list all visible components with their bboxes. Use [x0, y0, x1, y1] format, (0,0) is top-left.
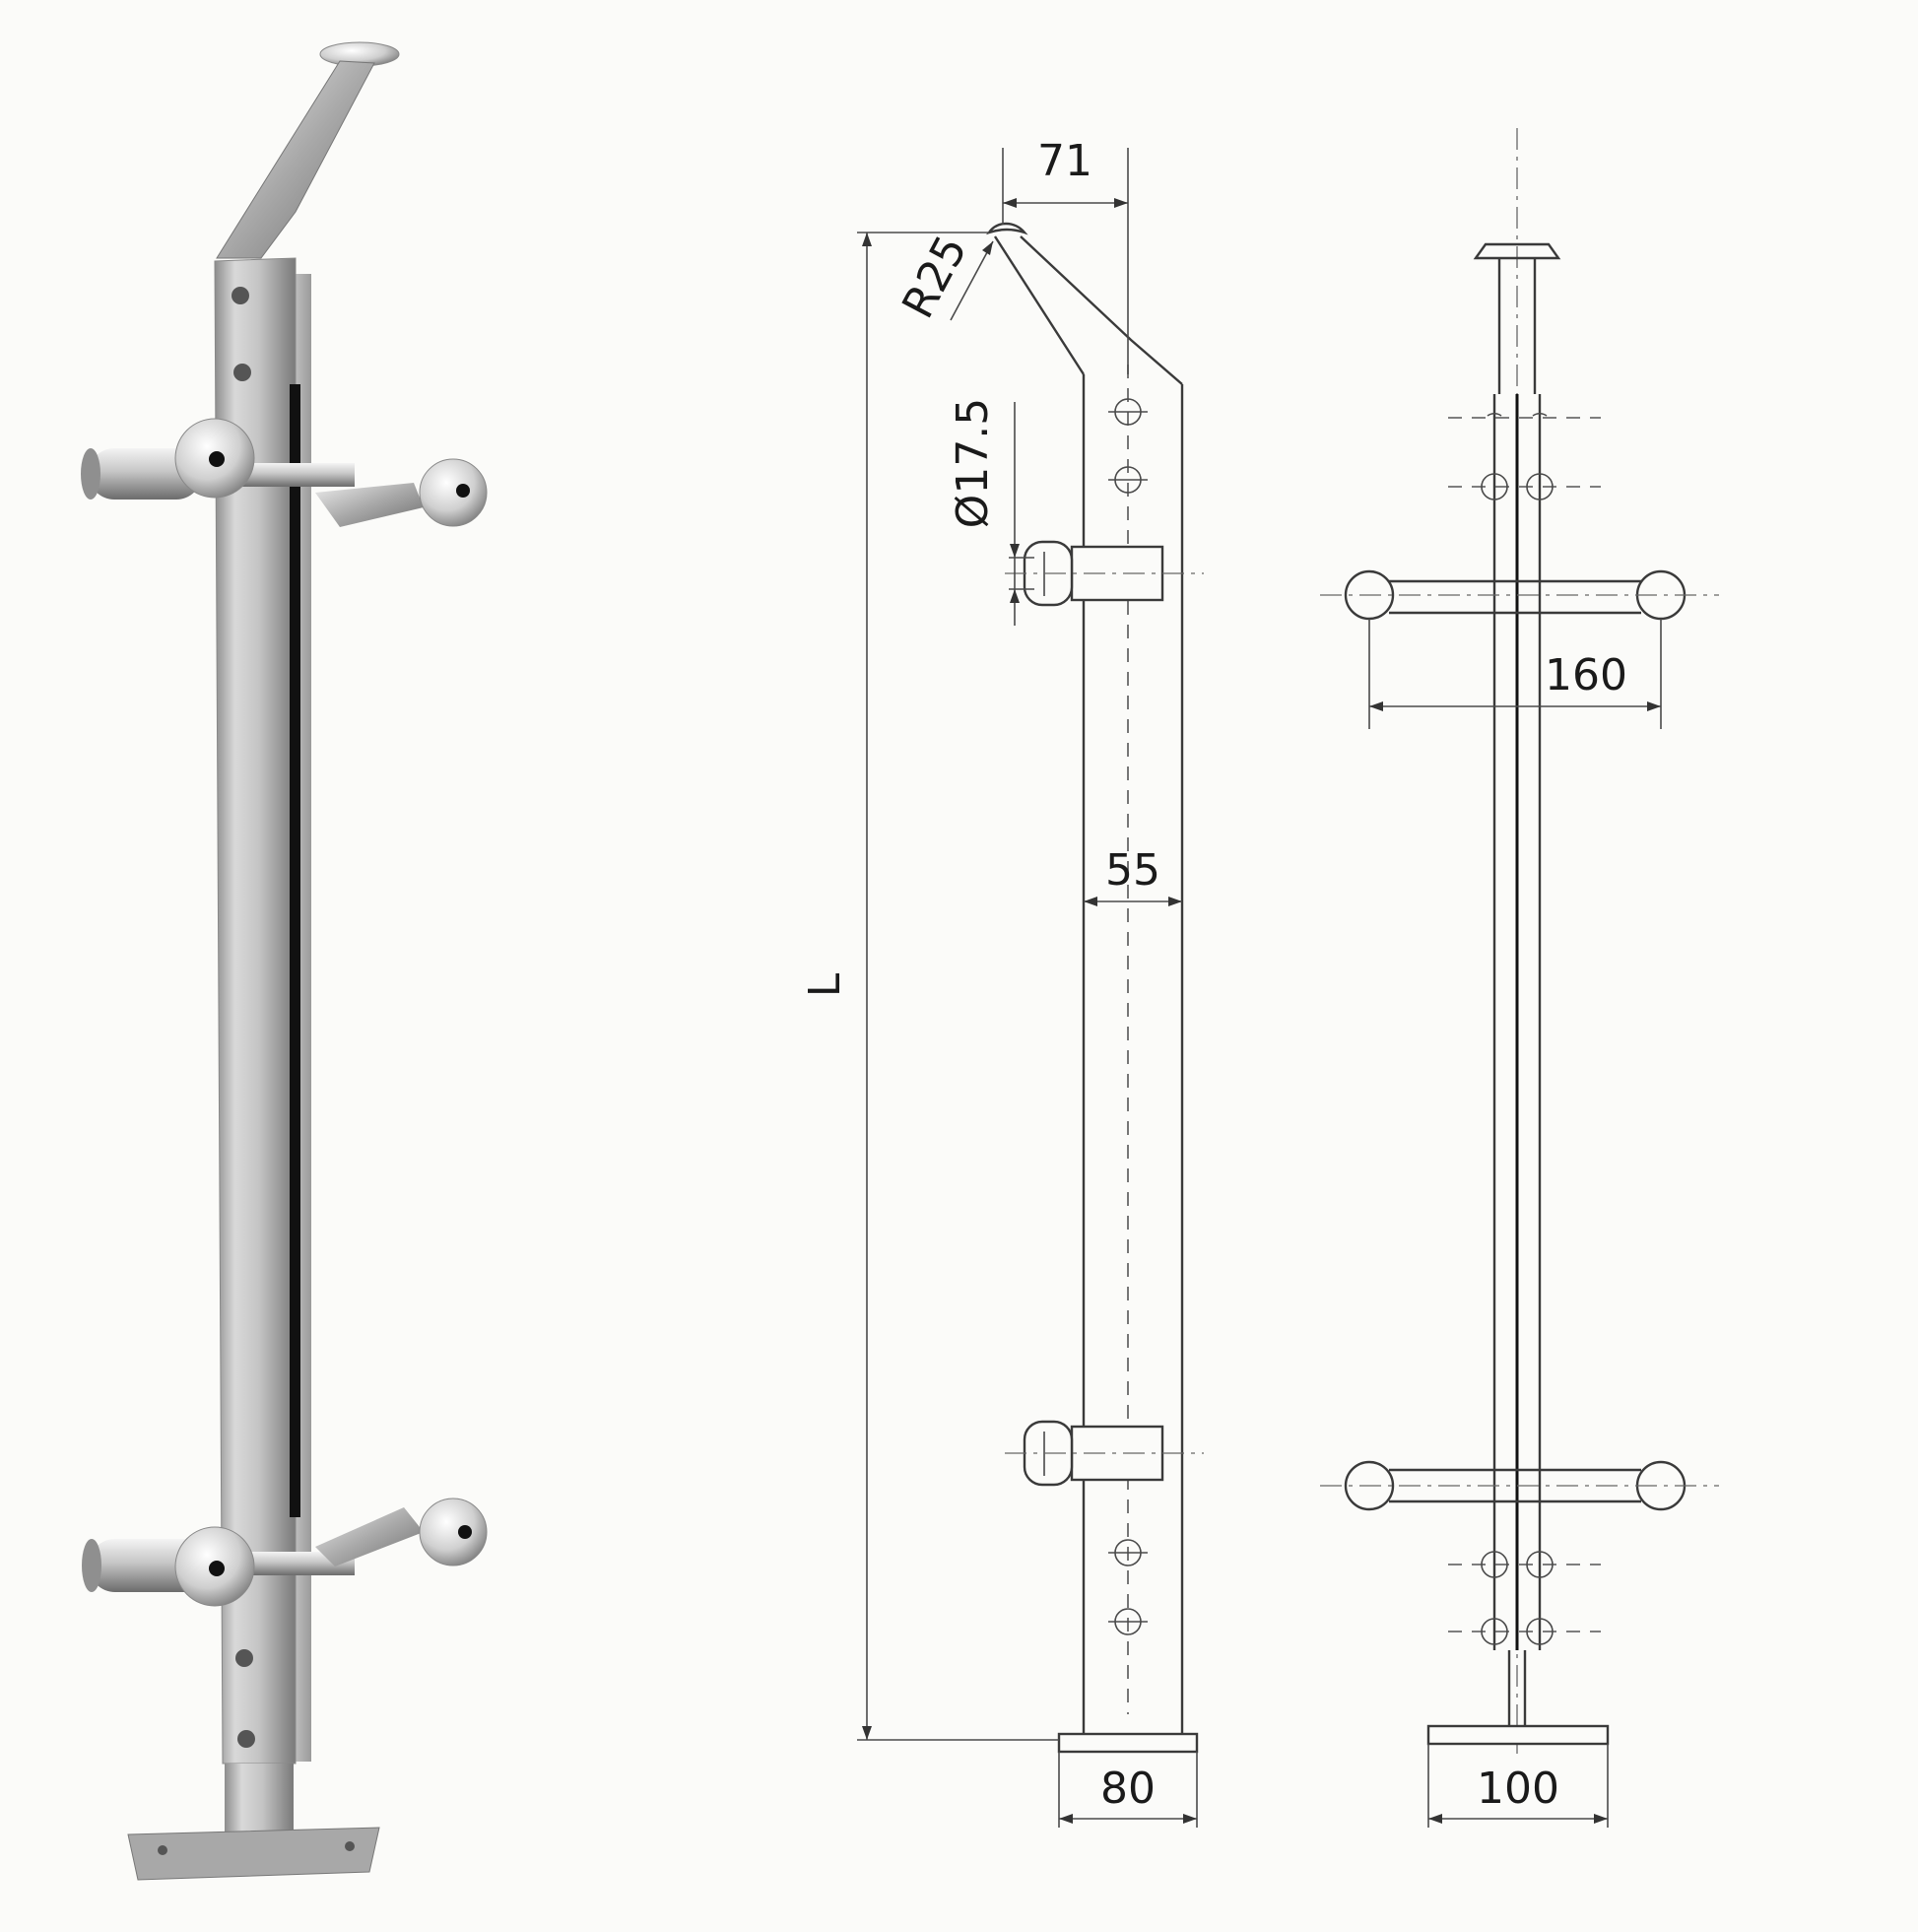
post-top-arm	[216, 60, 375, 259]
post-body	[214, 257, 297, 1765]
fixing-hole	[231, 287, 249, 304]
arm-edge	[993, 235, 1086, 375]
fixing-holes-bottom	[1108, 1539, 1148, 1635]
dim-length: L	[800, 972, 850, 997]
front-view-drawing: 160 100	[1320, 128, 1719, 1828]
product-photo	[81, 41, 488, 1881]
clamp-front-upper	[1320, 569, 1719, 621]
post-front	[1492, 394, 1542, 1650]
base-plate-side	[1057, 1732, 1199, 1754]
fixing-holes-top	[1108, 398, 1148, 494]
dim-radius: R25	[893, 228, 977, 326]
base-plate-front	[1426, 1724, 1610, 1746]
fixing-holes-front	[1448, 412, 1601, 1645]
dim-hole-diameter: Ø17.5	[948, 398, 998, 529]
dim-clamp-span: 160	[1545, 650, 1627, 700]
clamp-side-upper	[1005, 540, 1204, 607]
saddle-outline	[986, 222, 1028, 235]
clamp-side-lower	[1005, 1420, 1204, 1487]
dim-base-side: 80	[1100, 1764, 1156, 1814]
base-plate	[127, 1827, 380, 1881]
side-view-drawing: 71 R25 Ø17.5 55 L 80	[800, 136, 1204, 1828]
fixing-hole	[233, 364, 251, 381]
dim-top-offset: 71	[1037, 136, 1092, 186]
base-stem	[225, 1764, 294, 1834]
glass-clamp-upper	[81, 418, 488, 527]
glass-clamp-lower	[82, 1498, 488, 1607]
fixing-hole	[235, 1649, 253, 1667]
fixing-hole	[237, 1730, 255, 1748]
glass-slot	[290, 384, 300, 1517]
arm-edge	[1020, 235, 1183, 385]
clamp-front-lower	[1320, 1460, 1719, 1511]
dim-width: 55	[1105, 845, 1160, 896]
top-cap-front	[1473, 242, 1561, 260]
dim-base-front: 100	[1477, 1764, 1559, 1814]
